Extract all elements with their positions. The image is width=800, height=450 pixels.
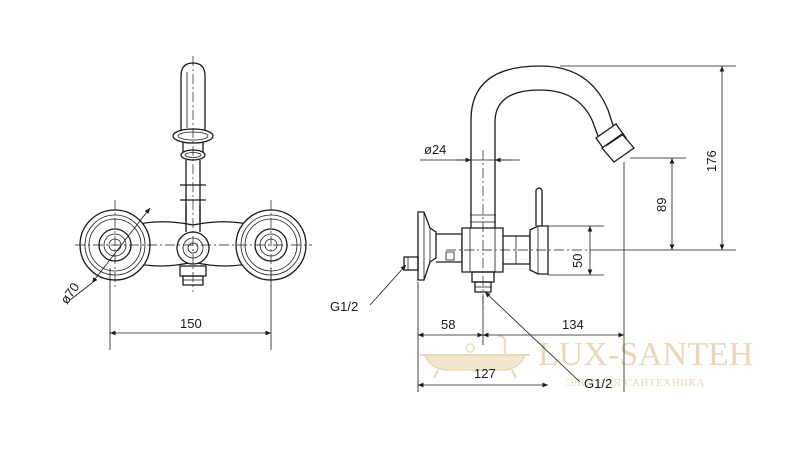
front-view: ø70 150 [57,56,312,350]
dim-label-height-total: 176 [704,150,719,172]
label-thread-inlet: G1/2 [330,264,407,314]
dim-label-inlet-height: 50 [570,254,585,268]
dim-height-89: 89 [630,157,686,250]
valve-body [461,187,549,293]
watermark-brand: LUX-SANTEH [538,336,753,373]
dim-pipe-diameter: ø24 [420,142,520,163]
dim-label-thread-outlet: G1/2 [584,376,612,391]
dim-height-176: 176 [560,65,736,251]
dim-label-thread-inlet: G1/2 [330,299,358,314]
side-spout [470,65,635,228]
dim-label-flange-diameter: ø70 [57,280,82,307]
dim-label-projection-total: 127 [474,366,496,381]
bathtub-logo-icon [420,335,530,379]
dim-width-150: 150 [109,268,272,350]
dim-projection-127: 127 [418,366,548,388]
dim-label-pipe-diameter: ø24 [424,142,446,157]
watermark-tagline: ЭЛИТНАЯ САНТЕХНИКА [566,377,705,389]
dim-height-50: 50 [548,225,604,276]
dim-label-projection-right: 134 [562,317,584,332]
dim-projection-134: 134 [483,317,624,338]
wall-flange [403,211,437,281]
side-view: ø24 176 89 50 58 [330,65,736,392]
label-thread-outlet: G1/2 [484,291,612,391]
watermark: LUX-SANTEH ЭЛИТНАЯ САНТЕХНИКА [420,335,753,389]
dim-label-spout-height: 89 [654,198,669,212]
dim-label-offset-left: 58 [441,317,455,332]
dim-label-width: 150 [180,316,202,331]
dim-offset-58: 58 [418,317,483,338]
